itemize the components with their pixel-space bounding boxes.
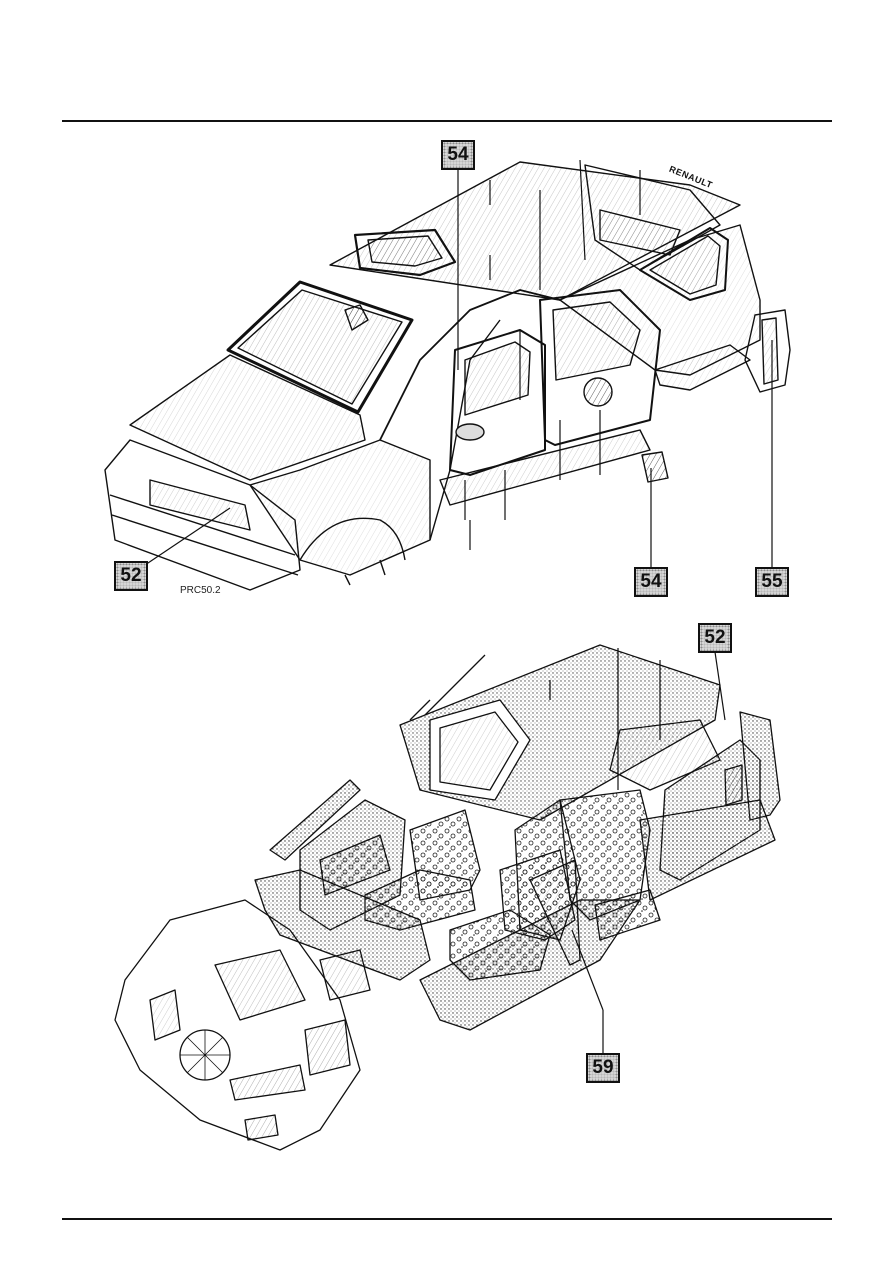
callout-52-top: 52 [114, 561, 148, 591]
callout-54-top: 54 [441, 140, 475, 170]
trim-diagram [114, 644, 781, 1151]
callout-55: 55 [755, 567, 789, 597]
callout-54-bottom: 54 [634, 567, 668, 597]
leader-lines-top [144, 159, 773, 568]
callout-52-bottom: 52 [698, 623, 732, 653]
top-rule [62, 120, 832, 122]
body-shell [104, 161, 791, 591]
figure-code: PRC50.2 [180, 585, 221, 596]
leader-lines-bottom [549, 648, 726, 1058]
callout-59: 59 [586, 1053, 620, 1083]
bottom-rule [62, 1218, 832, 1220]
